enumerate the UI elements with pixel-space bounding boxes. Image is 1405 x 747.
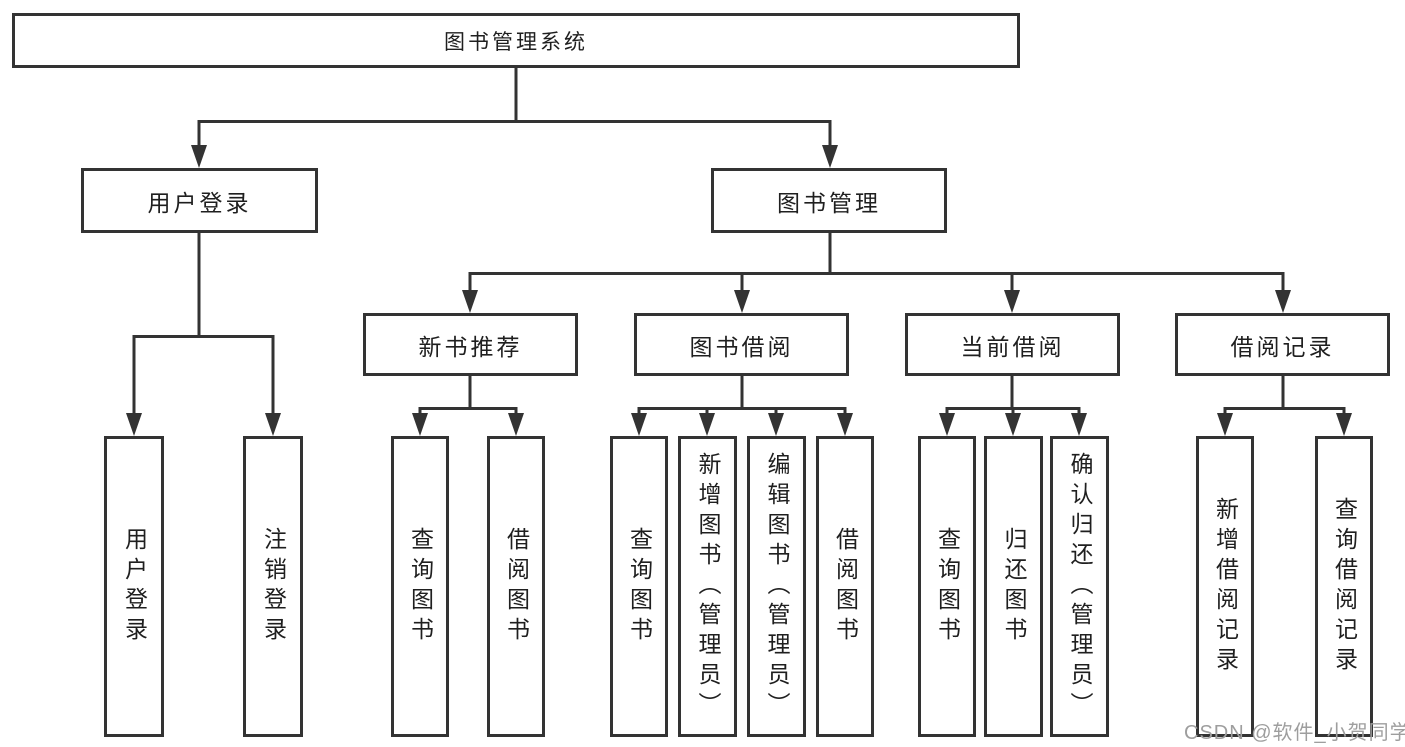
node-cb-query-book: 查询图书 [918,436,976,737]
node-borrow-records-label: 借阅记录 [1230,333,1335,360]
node-cb-return-book: 归还图书 [984,436,1043,737]
arrow-down-icon [734,290,750,313]
node-borrow-records: 借阅记录 [1175,313,1390,376]
node-bb-borrow-book: 借阅图书 [816,436,874,737]
arrow-down-icon [939,413,955,436]
node-book-mgmt-label: 图书管理 [777,189,881,216]
node-nbr-borrow-book: 借阅图书 [487,436,545,737]
arrow-down-icon [191,145,207,168]
arrow-down-icon [412,413,428,436]
node-br-query-record: 查询借阅记录 [1315,436,1373,737]
connector-book-borrow [637,376,847,420]
node-current-borrow: 当前借阅 [905,313,1120,376]
arrow-down-icon [822,145,838,168]
node-bb-edit-book: 编辑图书（管理员） [747,436,806,737]
arrowheads [126,145,1352,436]
node-new-book-rec: 新书推荐 [363,313,578,376]
arrow-down-icon [699,413,715,436]
arrow-down-icon [1217,413,1233,436]
arrow-down-icon [1005,413,1021,436]
node-cb-confirm-return: 确认归还（管理员） [1050,436,1109,737]
node-user-login-label: 用户登录 [147,189,252,216]
node-book-mgmt: 图书管理 [711,168,947,233]
connector-root [197,68,832,150]
node-bb-query-book: 查询图书 [610,436,668,737]
arrow-down-icon [1275,290,1291,313]
arrow-down-icon [508,413,524,436]
node-bb-add-book: 新增图书（管理员） [678,436,737,737]
arrow-down-icon [1071,413,1087,436]
connector-user-login [132,233,275,418]
csdn-watermark: CSDN @软件_小贺同学 [1184,722,1405,744]
connector-new-book-rec [418,376,518,420]
node-new-book-rec-label: 新书推荐 [418,333,523,360]
node-nbr-query-book: 查询图书 [391,436,449,737]
node-book-borrow: 图书借阅 [634,313,849,376]
arrow-down-icon [462,290,478,313]
node-leaf-user-login: 用户登录 [104,436,164,737]
node-root: 图书管理系统 [12,13,1020,68]
arrow-down-icon [126,413,142,436]
arrow-down-icon [631,413,647,436]
arrow-down-icon [768,413,784,436]
node-user-login: 用户登录 [81,168,318,233]
arrow-down-icon [1336,413,1352,436]
connector-borrow-records [1223,376,1346,420]
node-book-borrow-label: 图书借阅 [689,333,794,360]
node-root-label: 图书管理系统 [444,30,588,54]
arrow-down-icon [265,413,281,436]
arrow-down-icon [837,413,853,436]
connector-book-mgmt [468,233,1285,295]
node-current-borrow-label: 当前借阅 [960,333,1065,360]
arrow-down-icon [1004,290,1020,313]
node-br-add-record: 新增借阅记录 [1196,436,1254,737]
node-leaf-logout: 注销登录 [243,436,303,737]
